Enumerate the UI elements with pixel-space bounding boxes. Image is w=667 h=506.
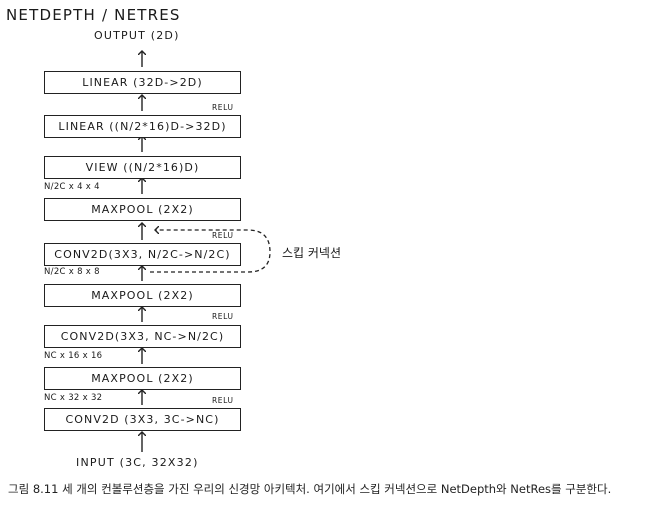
layer-conv2d-1: CONV2D (3X3, 3C->NC) (44, 408, 241, 431)
shape-label: N/2C x 8 x 8 (44, 267, 100, 277)
relu-label: RELU (212, 312, 234, 321)
layer-view: VIEW ((N/2*16)D) (44, 156, 241, 179)
skip-connection-path (150, 230, 271, 273)
diagram-title: NETDEPTH / NETRES (6, 6, 181, 24)
layer-linear-out: LINEAR (32D->2D) (44, 71, 241, 94)
relu-label: RELU (212, 231, 234, 240)
layer-linear-hidden: LINEAR ((N/2*16)D->32D) (44, 115, 241, 138)
skip-connection-label: 스킵 커넥션 (282, 246, 342, 260)
figure-caption: 그림 8.11 세 개의 컨볼루션층을 가진 우리의 신경망 아키텍처. 여기에… (8, 482, 612, 496)
layer-maxpool-3: MAXPOOL (2X2) (44, 198, 241, 221)
layer-maxpool-2: MAXPOOL (2X2) (44, 284, 241, 307)
shape-label: NC x 16 x 16 (44, 351, 103, 361)
shape-label: N/2C x 4 x 4 (44, 182, 100, 192)
input-label: INPUT (3C, 32X32) (76, 456, 199, 469)
layer-maxpool-1: MAXPOOL (2X2) (44, 367, 241, 390)
shape-label: NC x 32 x 32 (44, 393, 103, 403)
output-label: OUTPUT (2D) (94, 29, 180, 42)
relu-label: RELU (212, 396, 234, 405)
layer-conv2d-3: CONV2D(3X3, N/2C->N/2C) (44, 243, 241, 266)
relu-label: RELU (212, 103, 234, 112)
layer-conv2d-2: CONV2D(3X3, NC->N/2C) (44, 325, 241, 348)
